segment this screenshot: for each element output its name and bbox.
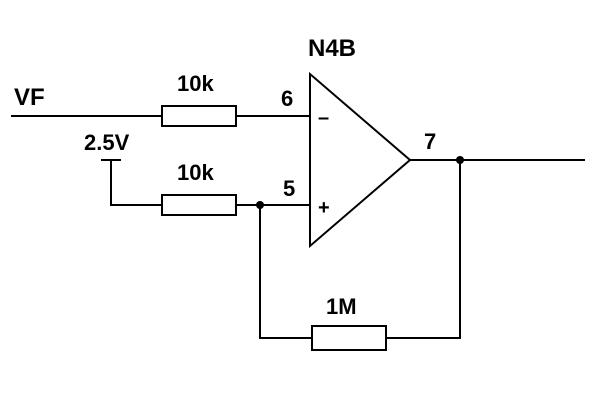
noninverting-sign: +	[318, 197, 330, 219]
junction-dot-noninverting	[256, 201, 264, 209]
resistor-input	[161, 105, 237, 127]
input-signal-label: VF	[14, 84, 45, 111]
resistor-feedback	[311, 325, 387, 351]
junction-dot-output	[456, 156, 464, 164]
resistor-feedback-label: 1M	[326, 294, 357, 319]
pin-noninverting-label: 5	[283, 176, 295, 201]
resistor-reference	[161, 194, 237, 216]
inverting-sign: –	[318, 107, 329, 129]
resistor-input-label: 10k	[177, 71, 214, 96]
opamp-designator-label: N4B	[308, 35, 356, 62]
resistor-reference-label: 10k	[177, 160, 214, 185]
opamp-triangle	[309, 71, 412, 249]
pin-output-label: 7	[424, 129, 436, 154]
pin-inverting-label: 6	[281, 86, 293, 111]
reference-voltage-label: 2.5V	[84, 130, 130, 155]
